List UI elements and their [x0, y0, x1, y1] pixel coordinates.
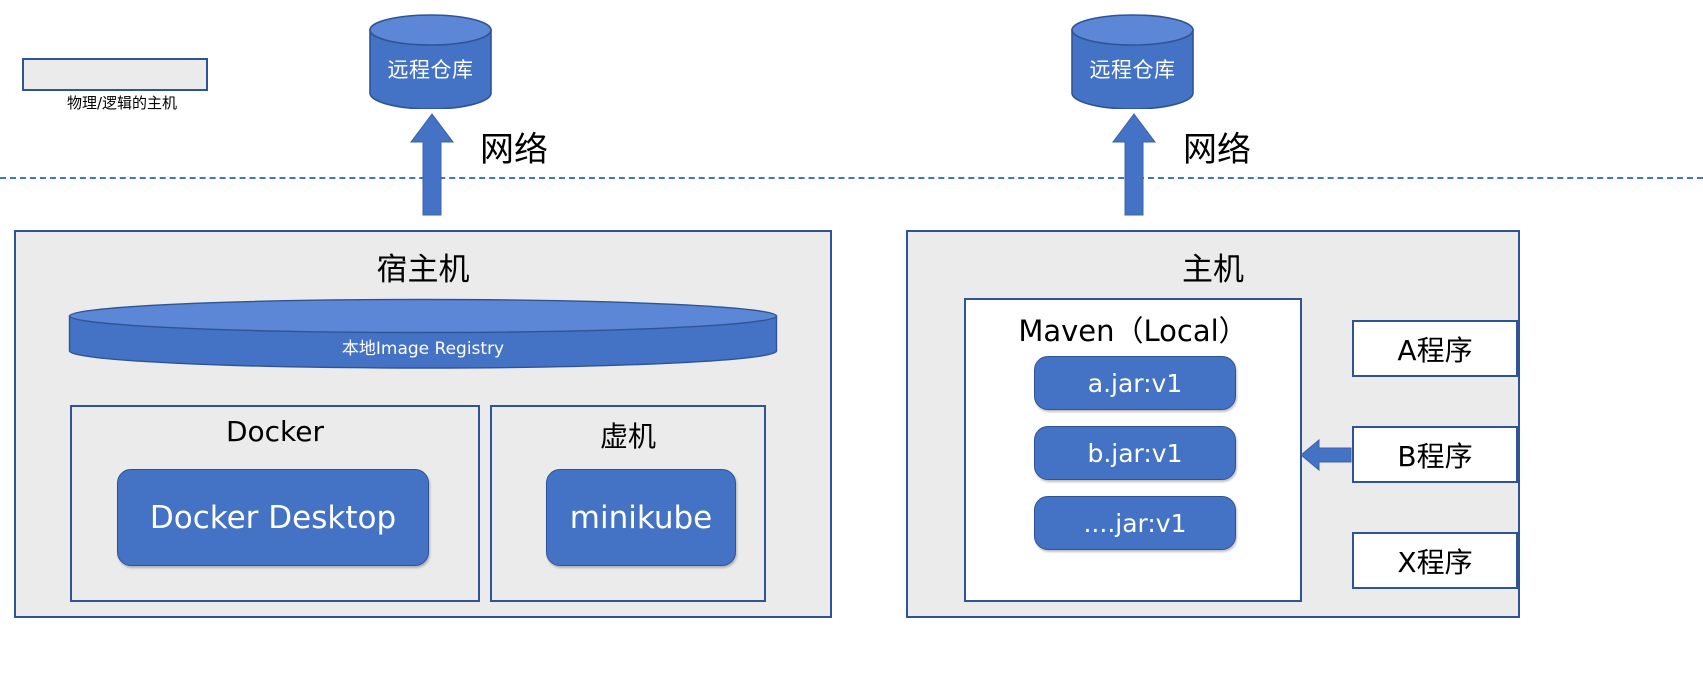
remote-repository-label-right: 远程仓库 [1089, 58, 1176, 82]
dependency-arrow-left-icon [1300, 438, 1352, 472]
remote-repository-cylinder-right: 远程仓库 [1070, 14, 1195, 109]
host-panel-right-title: 主机 [1182, 252, 1244, 288]
host-panel-right: 主机 Maven（Local） a.jar:v1 b.jar:v1 ....ja… [906, 230, 1520, 618]
network-boundary-divider [0, 177, 1703, 179]
jar-artifact-box: b.jar:v1 [1034, 426, 1236, 480]
upload-arrow-up-icon-left [409, 112, 455, 217]
legend-host-swatch [22, 58, 208, 91]
subpanel-docker: Docker Docker Desktop [70, 405, 480, 602]
local-image-registry-label: 本地Image Registry [341, 339, 505, 359]
flat-cylinder-shape-icon [68, 298, 778, 369]
legend-caption: 物理/逻辑的主机 [66, 94, 178, 112]
network-label-left: 网络 [480, 130, 548, 170]
subpanel-docker-title: Docker [225, 415, 325, 448]
network-label-right: 网络 [1183, 130, 1251, 170]
program-box-a: A程序 [1352, 320, 1518, 377]
jar-artifact-box: ....jar:v1 [1034, 496, 1236, 550]
program-box-b: B程序 [1352, 426, 1518, 483]
cylinder-shape-icon [1071, 14, 1194, 109]
local-image-registry-cylinder: 本地Image Registry [68, 298, 778, 369]
remote-repository-label-left: 远程仓库 [387, 58, 474, 82]
subpanel-virtual-machine: 虚机 minikube [490, 405, 766, 602]
program-box-x: X程序 [1352, 532, 1518, 589]
remote-repository-cylinder-left: 远程仓库 [368, 14, 493, 109]
docker-desktop-box: Docker Desktop [117, 469, 429, 566]
host-panel-left: 宿主机 本地Image Registry Docker Docker Deskt… [14, 230, 832, 618]
host-panel-left-title: 宿主机 [376, 252, 470, 288]
jar-artifact-box: a.jar:v1 [1034, 356, 1236, 410]
maven-local-title: Maven（Local） [1018, 314, 1248, 348]
cylinder-shape-icon [369, 14, 492, 109]
maven-local-panel: Maven（Local） a.jar:v1 b.jar:v1 ....jar:v… [964, 298, 1302, 602]
subpanel-virtual-machine-title: 虚机 [599, 420, 656, 453]
minikube-box: minikube [546, 469, 736, 566]
upload-arrow-up-icon-right [1111, 112, 1157, 217]
